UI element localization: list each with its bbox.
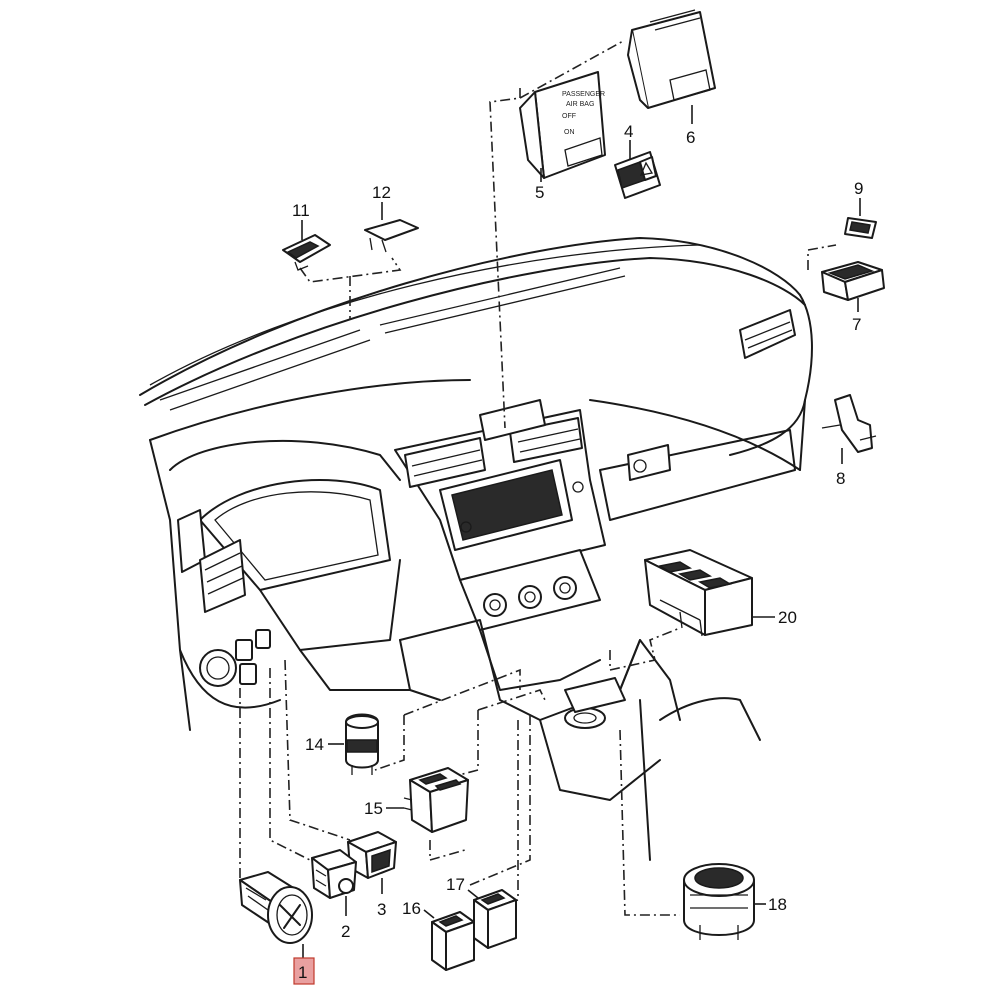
callout-labels: 1 2 3 4 5 6 7 8 9 11 12 14 [292,105,863,985]
part-18-rotary-knob [683,863,755,940]
callout-2: 2 [341,922,350,941]
callout-18: 18 [768,895,787,914]
callout-8: 8 [836,469,845,488]
part-15-double-switch [403,767,469,833]
leader-lines [239,39,837,916]
part-17-switch [473,889,517,949]
part-5-airbag-panel: PASSENGER AIR BAG OFF ON [519,71,606,179]
callout-12: 12 [372,183,391,202]
callout-11: 11 [292,201,310,220]
part-6-cover [627,9,716,109]
callout-6: 6 [686,128,695,147]
callout-3: 3 [377,900,386,919]
callout-5: 5 [535,183,544,202]
part-12-trim [364,219,419,253]
airbag-panel-label-1: PASSENGER [562,91,605,98]
callout-15: 15 [364,799,383,818]
callout-7: 7 [852,315,861,334]
part-4-hazard-switch [614,151,661,199]
part-14-push-button [345,713,379,775]
callout-17: 17 [446,875,465,894]
callout-14: 14 [305,735,324,754]
callout-20: 20 [778,608,797,627]
callout-9: 9 [854,179,863,198]
callout-1: 1 [298,963,307,982]
part-9 [844,217,877,239]
airbag-panel-off: OFF [562,113,576,120]
part-11-trim [282,234,331,271]
airbag-panel-on: ON [564,129,575,136]
callout-16: 16 [402,899,421,918]
callout-1-highlight [293,957,315,985]
part-2-switch [311,849,357,899]
part-8 [821,394,877,453]
part-1-headlight-switch [239,871,313,944]
part-20-switch-block [644,549,753,637]
airbag-panel-label-2: AIR BAG [566,101,594,108]
part-16-switch [431,911,475,971]
dashboard-outline [139,237,813,861]
callout-4: 4 [624,122,633,141]
part-7 [821,261,885,301]
